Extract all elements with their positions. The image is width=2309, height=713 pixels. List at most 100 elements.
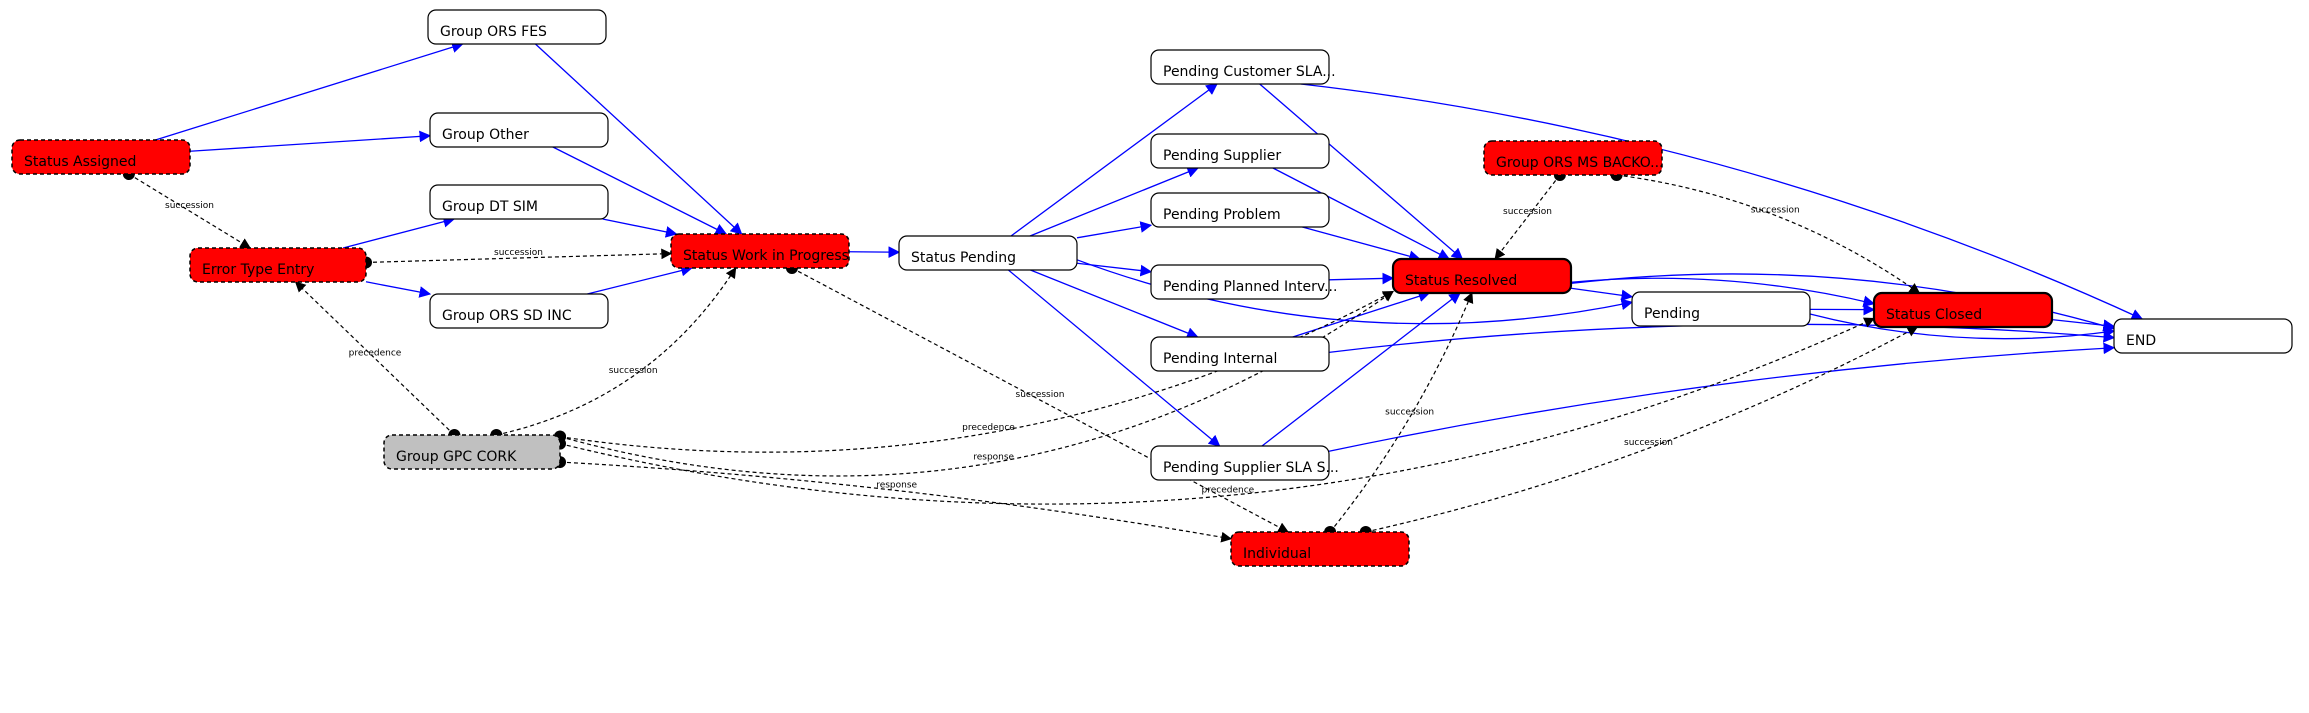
node-box[interactable] <box>1150 49 1330 85</box>
node-box[interactable] <box>11 139 191 175</box>
node-box[interactable] <box>1391 257 1573 295</box>
node-group-dt-sim[interactable]: Group DT SIM <box>429 184 609 220</box>
flow-edge-pending-customer-sla-to-status-resolved <box>1259 83 1464 260</box>
constraint-edge-group-ors-ms-backo-to-status-resolved: succession <box>1494 169 1566 260</box>
node-status-work-in-progress[interactable]: Status Work in Progress <box>670 233 850 269</box>
constraint-edge-line <box>496 267 737 436</box>
constraint-edge-line <box>1616 174 1921 294</box>
node-pending-supplier[interactable]: Pending Supplier <box>1150 133 1330 169</box>
flow-edge-status-pending-to-pending-supplier <box>1029 166 1200 237</box>
constraint-edge-line <box>1494 174 1561 260</box>
node-group-other[interactable]: Group Other <box>429 112 609 148</box>
node-box[interactable] <box>1150 336 1330 372</box>
node-pending-customer-sla[interactable]: Pending Customer SLA... <box>1150 49 1336 85</box>
flow-edge-status-assigned-to-group-ors-fes <box>155 41 464 141</box>
node-label: Group ORS MS BACKO... <box>1496 155 1664 171</box>
node-box[interactable] <box>670 233 850 269</box>
node-status-closed[interactable]: Status Closed <box>1872 291 2054 329</box>
node-box[interactable] <box>898 235 1078 271</box>
constraint-edge-error-type-entry-to-status-work-in-progress: succession <box>360 248 673 269</box>
flow-edge-group-ors-fes-to-status-work-in-progress <box>535 43 743 235</box>
node-box[interactable] <box>1150 264 1330 300</box>
flow-edge-pending-problem-to-status-resolved <box>1302 226 1421 262</box>
node-group-ors-ms-backo[interactable]: Group ORS MS BACKO... <box>1483 140 1664 176</box>
constraint-edge-label: succession <box>1624 438 1673 448</box>
node-end[interactable]: END <box>2113 318 2293 354</box>
node-box[interactable] <box>429 112 609 148</box>
node-box[interactable] <box>1230 531 1410 567</box>
node-label: Group ORS SD INC <box>442 308 572 324</box>
node-group-gpc-cork[interactable]: Group GPC CORK <box>383 434 561 470</box>
node-box[interactable] <box>2113 318 2293 354</box>
node-label: Error Type Entry <box>202 262 314 278</box>
node-label: Pending Problem <box>1163 207 1281 223</box>
node-box[interactable] <box>429 184 609 220</box>
node-pending[interactable]: Pending <box>1631 291 1811 327</box>
constraint-edge-label: succession <box>494 248 543 258</box>
constraint-edge-label: succession <box>1016 390 1065 400</box>
flow-edge-pending-to-end <box>1809 313 2116 340</box>
node-label: Group ORS FES <box>440 24 547 40</box>
node-label: Status Assigned <box>24 154 136 170</box>
node-label: Pending Planned Interv... <box>1163 279 1337 295</box>
node-box[interactable] <box>1150 445 1330 481</box>
constraint-edge-individual-to-status-resolved: succession <box>1324 292 1474 538</box>
node-group-ors-fes[interactable]: Group ORS FES <box>427 9 607 45</box>
node-pending-problem[interactable]: Pending Problem <box>1150 192 1330 228</box>
node-status-resolved[interactable]: Status Resolved <box>1391 257 1573 295</box>
node-pending-supplier-sla[interactable]: Pending Supplier SLA S... <box>1150 445 1339 481</box>
node-box[interactable] <box>1483 140 1663 176</box>
constraint-edge-group-gpc-cork-to-status-resolved: precedence <box>554 290 1394 453</box>
constraint-edge-status-assigned-to-error-type-entry: succession <box>122 168 252 249</box>
constraint-edge-label: response <box>876 481 917 491</box>
flow-edge-pending-supplier-sla-to-end <box>1328 342 2116 452</box>
node-label: Pending <box>1644 306 1700 322</box>
constraint-edge-label: succession <box>1751 205 1800 215</box>
flow-edge-status-pending-to-pending-supplier-sla <box>1007 269 1221 447</box>
node-box[interactable] <box>429 293 609 329</box>
node-box[interactable] <box>427 9 607 45</box>
node-label: Status Pending <box>911 250 1016 266</box>
node-label: Status Closed <box>1886 307 1982 323</box>
constraint-edge-line <box>1365 326 1919 533</box>
node-box[interactable] <box>1150 192 1330 228</box>
node-label: Pending Customer SLA... <box>1163 64 1336 80</box>
constraint-edge-label: succession <box>165 201 214 211</box>
node-label: Group Other <box>442 127 529 143</box>
flow-edge-pending-internal-to-status-resolved <box>1292 290 1431 338</box>
constraint-edge-line <box>1329 292 1474 533</box>
node-box[interactable] <box>1631 291 1811 327</box>
node-box[interactable] <box>1150 133 1330 169</box>
constraint-edge-line <box>559 290 1394 453</box>
flow-edge-group-ors-sd-inc-to-status-work-in-progress <box>587 264 693 295</box>
node-pending-planned-interv[interactable]: Pending Planned Interv... <box>1150 264 1337 300</box>
node-label: Group GPC CORK <box>396 449 517 465</box>
node-pending-internal[interactable]: Pending Internal <box>1150 336 1330 372</box>
constraint-edge-line <box>559 317 1875 505</box>
constraint-edge-label: response <box>973 453 1014 463</box>
node-group-ors-sd-inc[interactable]: Group ORS SD INC <box>429 293 609 329</box>
node-status-assigned[interactable]: Status Assigned <box>11 139 191 175</box>
flow-edge-status-assigned-to-group-other <box>189 130 432 152</box>
node-box[interactable] <box>189 247 367 283</box>
constraint-edges: succession succession precedence succession… <box>122 168 1921 543</box>
flow-edge-pending-supplier-sla-to-status-resolved <box>1261 292 1461 447</box>
node-box[interactable] <box>383 434 561 470</box>
constraint-edge-label: succession <box>1503 207 1552 217</box>
constraint-edge-line <box>128 173 252 249</box>
node-label: Group DT SIM <box>442 199 538 215</box>
constraint-edge-label: precedence <box>962 423 1015 433</box>
node-individual[interactable]: Individual <box>1230 531 1410 567</box>
flow-edge-status-closed-to-end <box>2051 318 2116 332</box>
node-error-type-entry[interactable]: Error Type Entry <box>189 247 367 283</box>
constraint-edge-label: precedence <box>349 349 402 359</box>
node-box[interactable] <box>1872 291 2054 329</box>
flow-edge-pending-customer-sla-to-end <box>1300 83 2144 320</box>
flow-edge-error-type-entry-to-group-ors-sd-inc <box>365 281 432 298</box>
node-status-pending[interactable]: Status Pending <box>898 235 1078 271</box>
flow-edges <box>155 41 2144 452</box>
flow-edge-error-type-entry-to-group-dt-sim <box>342 216 456 249</box>
flow-edge-status-resolved-to-pending <box>1570 287 1634 302</box>
